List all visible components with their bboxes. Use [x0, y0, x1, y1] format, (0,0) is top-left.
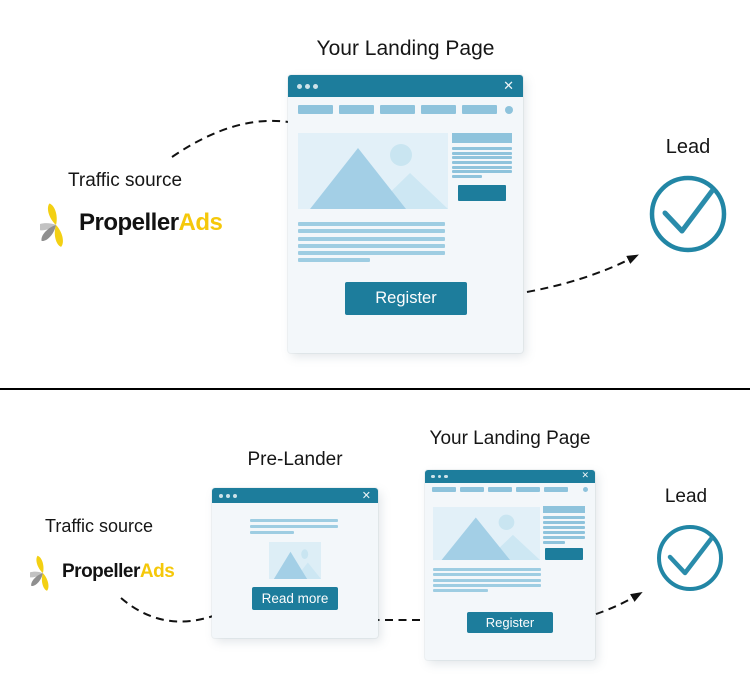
nav-menu-placeholder: [288, 105, 523, 114]
nav-item-placeholder: [516, 487, 540, 492]
body-text-placeholder: [298, 222, 445, 266]
window-titlebar: ✕: [425, 470, 595, 483]
hero-image-placeholder: [433, 507, 540, 560]
nav-dot-placeholder: [583, 487, 588, 492]
nav-item-placeholder: [380, 105, 415, 114]
section-divider: [0, 388, 750, 390]
nav-item-placeholder: [421, 105, 456, 114]
window-titlebar: ✕: [212, 488, 378, 503]
prelander-window: ✕ Read more: [212, 488, 378, 638]
nav-menu-placeholder: [425, 487, 595, 492]
nav-item-placeholder: [488, 487, 512, 492]
register-button[interactable]: Register: [467, 612, 553, 633]
sidebar-button-placeholder: [545, 548, 583, 560]
propellerads-logo-top: PropellerAds: [40, 198, 223, 248]
image-placeholder: [269, 542, 321, 579]
top-landing-page-title: Your Landing Page: [316, 37, 495, 60]
brand-name: PropellerAds: [62, 560, 175, 583]
body-text-placeholder: [433, 568, 541, 594]
window-dots-icon: [431, 474, 448, 479]
brand-name-propeller: Propeller: [62, 560, 140, 582]
brand-name-ads: Ads: [178, 209, 223, 236]
lead-check-icon: [657, 525, 723, 591]
window-titlebar: ✕: [288, 75, 523, 97]
close-icon[interactable]: ✕: [581, 471, 589, 481]
nav-item-placeholder: [339, 105, 374, 114]
arrow-traffic-to-landing-top: [171, 118, 304, 158]
nav-item-placeholder: [462, 105, 497, 114]
propeller-icon: [40, 203, 63, 247]
window-dots-icon: [297, 83, 318, 89]
lead-check-icon: [649, 175, 727, 253]
sidebar-heading-placeholder: [452, 133, 512, 143]
nav-item-placeholder: [460, 487, 484, 492]
sidebar-button-placeholder: [458, 185, 506, 202]
nav-dot-placeholder: [505, 105, 513, 114]
window-dots-icon: [219, 493, 237, 498]
nav-item-placeholder: [298, 105, 333, 114]
brand-name-propeller: Propeller: [79, 209, 179, 236]
sidebar-heading-placeholder: [543, 506, 585, 513]
register-button[interactable]: Register: [345, 282, 467, 315]
propellerads-logo-bottom: PropellerAds: [30, 551, 175, 592]
arrow-landing-to-lead-top: [526, 254, 639, 293]
brand-name-ads: Ads: [139, 560, 175, 582]
close-icon[interactable]: ✕: [503, 78, 514, 94]
bottom-landing-page-title: Your Landing Page: [429, 428, 591, 449]
traffic-source-label-bottom: Traffic source: [45, 516, 154, 536]
landing-page-window-bottom: ✕ Register: [425, 470, 595, 660]
arrow-traffic-to-prelander: [120, 597, 226, 623]
nav-item-placeholder: [544, 487, 568, 492]
nav-item-placeholder: [432, 487, 456, 492]
lead-label-bottom: Lead: [664, 486, 708, 507]
sidebar-placeholder: [543, 506, 585, 560]
sidebar-placeholder: [452, 133, 512, 202]
lead-label-top: Lead: [665, 136, 711, 158]
hero-image-placeholder: [298, 133, 448, 209]
brand-name: PropellerAds: [79, 209, 223, 237]
landing-page-window-top: ✕ Register: [288, 75, 523, 353]
body-text-placeholder: [250, 519, 338, 537]
read-more-button[interactable]: Read more: [252, 587, 338, 610]
close-icon[interactable]: ✕: [361, 489, 371, 502]
propeller-icon: [30, 555, 49, 591]
prelander-title: Pre-Lander: [247, 449, 343, 470]
traffic-source-label-top: Traffic source: [68, 170, 183, 191]
